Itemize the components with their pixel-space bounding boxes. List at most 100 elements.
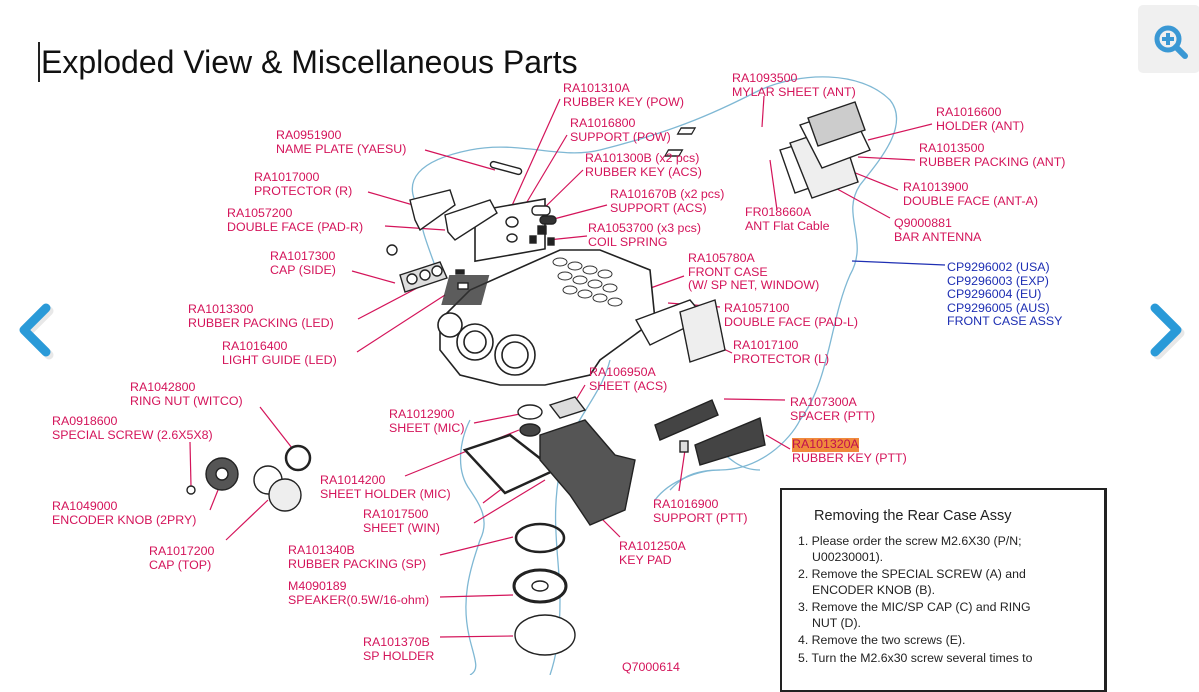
part-name: SHEET (MIC) [389,420,465,435]
part-name: SP HOLDER [363,648,435,663]
label-front-case-assy[interactable]: CP9296002 (USA) CP9296003 (EXP) CP929600… [947,260,1063,329]
part-name: MYLAR SHEET (ANT) [732,84,856,99]
instruction-step: 1. Please order the screw M2.6X30 (P/N;U… [798,532,1098,565]
label-coil-spring[interactable]: RA1053700 (x3 pcs)COIL SPRING [588,221,701,249]
part-name: COIL SPRING [588,234,668,249]
part-number: RA1013900 [903,180,969,194]
part-number: RA101250A [619,539,686,553]
part-name: SHEET HOLDER (MIC) [320,486,451,501]
part-name: KEY PAD [619,552,672,567]
part-number: RA1017200 [149,544,215,558]
assy-leader-line [851,260,946,266]
part-number: RA1057200 [227,206,293,220]
part-number: RA1057100 [724,301,790,315]
step-line: 5. Turn the M2.6x30 screw several times … [798,651,1033,665]
part-number-highlighted: RA101320A [792,437,859,452]
part-name: ENCODER KNOB (2PRY) [52,512,197,527]
part-name: SUPPORT (PTT) [653,510,748,525]
part-name: NAME PLATE (YAESU) [276,141,407,156]
part-number: Q9000881 [894,216,952,230]
assy-name: FRONT CASE ASSY [947,314,1063,328]
part-number: RA1017500 [363,507,429,521]
instruction-step: 4. Remove the two screws (E). [798,631,1098,649]
zoom-in-button[interactable] [1138,5,1199,73]
exploded-view-diagram [186,76,946,675]
chevron-right-icon [1150,303,1185,360]
part-name: PROTECTOR (L) [733,351,830,366]
part-number: RA1013300 [188,302,254,316]
part-number: RA1016400 [222,339,288,353]
step-line: 2. Remove the SPECIAL SCREW (A) and [798,567,1026,581]
keypad-buttons-on-case [552,257,623,307]
part-name: RUBBER KEY (ACS) [585,164,702,179]
part-number: FR018660A [745,205,812,219]
assy-number-aus: CP9296005 (AUS) [947,300,1050,315]
part-number: RA1016800 [570,116,636,130]
part-number: RA1016600 [936,105,1002,119]
part-number: RA101340B [288,543,355,557]
part-name: SUPPORT (POW) [570,129,671,144]
part-name: RING NUT (WITCO) [130,393,243,408]
part-number: RA1017300 [270,249,336,263]
part-number: RA1053700 (x3 pcs) [588,221,701,235]
label-rubber-key-acs[interactable]: RA101300B (x2 pcs)RUBBER KEY (ACS) [585,151,702,179]
part-name: RUBBER KEY (PTT) [792,450,907,465]
part-number: RA101300B (x2 pcs) [585,151,700,165]
part-name: DOUBLE FACE (PAD-R) [227,219,364,234]
part-number: RA101370B [363,635,430,649]
speaker-grille [441,275,490,305]
part-name: FRONT CASE [688,264,768,279]
next-button[interactable] [1145,300,1189,360]
previous-button[interactable] [12,300,56,360]
step-line: 3. Remove the MIC/SP CAP (C) and RING [798,600,1031,614]
zoom-in-icon [1154,25,1188,59]
part-name: SHEET (WIN) [363,520,440,535]
part-name: RUBBER PACKING (ANT) [919,154,1066,169]
part-name: SPEAKER(0.5W/16-ohm) [288,592,430,607]
part-number: RA0951900 [276,128,342,142]
small-parts [186,101,871,656]
chevron-left-icon [19,303,54,360]
part-number: RA1093500 [732,71,798,85]
part-number: RA107300A [790,395,857,409]
label-q7000614[interactable]: Q7000614 [622,660,680,675]
label-support-acs[interactable]: RA101670B (x2 pcs)SUPPORT (ACS) [610,187,725,215]
part-name: CAP (SIDE) [270,262,336,277]
part-name: RUBBER PACKING (LED) [188,315,334,330]
part-number: RA105780A [688,251,755,265]
part-number: RA101670B (x2 pcs) [610,187,725,201]
